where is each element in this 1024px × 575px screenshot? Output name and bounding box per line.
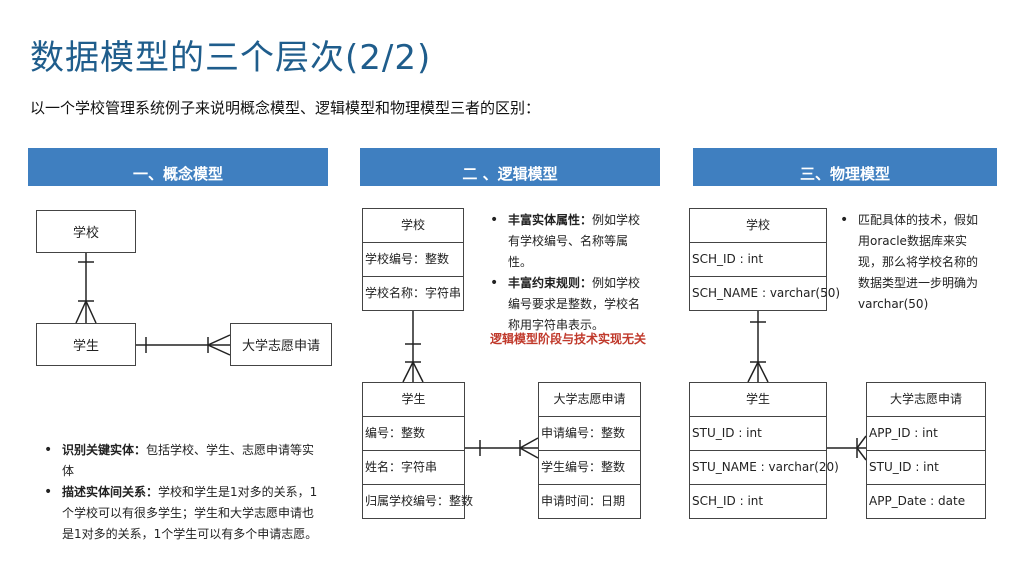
note-item: 识别关键实体：包括学校、学生、志愿申请等实体 bbox=[44, 440, 324, 482]
note-item: 丰富约束规则：例如学校编号要求是整数，学校名称用字符串表示。 bbox=[490, 273, 650, 336]
table-title: 学校 bbox=[400, 218, 425, 232]
table-field: 学校名称：字符串 bbox=[363, 276, 463, 310]
table-title: 学生 bbox=[745, 392, 770, 406]
table-field: 编号：整数 bbox=[363, 416, 464, 450]
conceptual-notes: 识别关键实体：包括学校、学生、志愿申请等实体 描述实体间关系：学校和学生是1对多… bbox=[44, 440, 324, 545]
note-item: 描述实体间关系：学校和学生是1对多的关系，1个学校可以有很多学生；学生和大学志愿… bbox=[44, 482, 324, 545]
physical-notes: 匹配具体的技术，假如用oracle数据库来实现，那么将学校名称的数据类型进一步明… bbox=[840, 210, 985, 315]
header-physical: 三、物理模型 bbox=[693, 148, 997, 186]
table-field: STU_ID : int bbox=[867, 450, 985, 484]
table-field: 归属学校编号：整数 bbox=[363, 484, 473, 518]
physical-school-table: 学校 SCH_ID : int SCH_NAME : varchar(50) bbox=[689, 208, 840, 311]
table-field: SCH_ID : int bbox=[690, 242, 826, 276]
table-field: STU_ID : int bbox=[690, 416, 826, 450]
logical-school-table: 学校 学校编号：整数 学校名称：字符串 bbox=[362, 208, 464, 311]
table-field: SCH_NAME : varchar(50) bbox=[690, 276, 840, 310]
table-title: 学生 bbox=[401, 392, 426, 406]
page-title: 数据模型的三个层次(2/2) bbox=[30, 38, 432, 78]
table-field: 学生编号：整数 bbox=[539, 450, 640, 484]
table-title: 大学志愿申请 bbox=[889, 392, 962, 406]
entity-application: 大学志愿申请 bbox=[230, 323, 332, 366]
logical-notes: 丰富实体属性：例如学校有学校编号、名称等属性。 丰富约束规则：例如学校编号要求是… bbox=[490, 210, 650, 336]
logical-application-table: 大学志愿申请 申请编号：整数 学生编号：整数 申请时间：日期 bbox=[538, 382, 641, 519]
table-field: SCH_ID : int bbox=[690, 484, 826, 518]
table-title: 学校 bbox=[745, 218, 770, 232]
table-field: 姓名：字符串 bbox=[363, 450, 464, 484]
logical-remark: 逻辑模型阶段与技术实现无关 bbox=[490, 332, 647, 346]
logical-student-table: 学生 编号：整数 姓名：字符串 归属学校编号：整数 bbox=[362, 382, 473, 519]
note-item: 丰富实体属性：例如学校有学校编号、名称等属性。 bbox=[490, 210, 650, 273]
physical-application-table: 大学志愿申请 APP_ID : int STU_ID : int APP_Dat… bbox=[866, 382, 986, 519]
table-field: 申请编号：整数 bbox=[539, 416, 640, 450]
table-field: APP_ID : int bbox=[867, 416, 985, 450]
physical-student-table: 学生 STU_ID : int STU_NAME : varchar(20) S… bbox=[689, 382, 839, 519]
header-logical: 二 、逻辑模型 bbox=[360, 148, 660, 186]
table-title: 大学志愿申请 bbox=[553, 392, 626, 406]
header-conceptual: 一、概念模型 bbox=[28, 148, 328, 186]
table-field: APP_Date : date bbox=[867, 484, 985, 518]
entity-student: 学生 bbox=[36, 323, 136, 366]
note-item: 匹配具体的技术，假如用oracle数据库来实现，那么将学校名称的数据类型进一步明… bbox=[840, 210, 985, 315]
table-field: 申请时间：日期 bbox=[539, 484, 640, 518]
page-subtitle: 以一个学校管理系统例子来说明概念模型、逻辑模型和物理模型三者的区别： bbox=[30, 99, 541, 117]
table-field: STU_NAME : varchar(20) bbox=[690, 450, 839, 484]
table-field: 学校编号：整数 bbox=[363, 242, 463, 276]
entity-school: 学校 bbox=[36, 210, 136, 253]
